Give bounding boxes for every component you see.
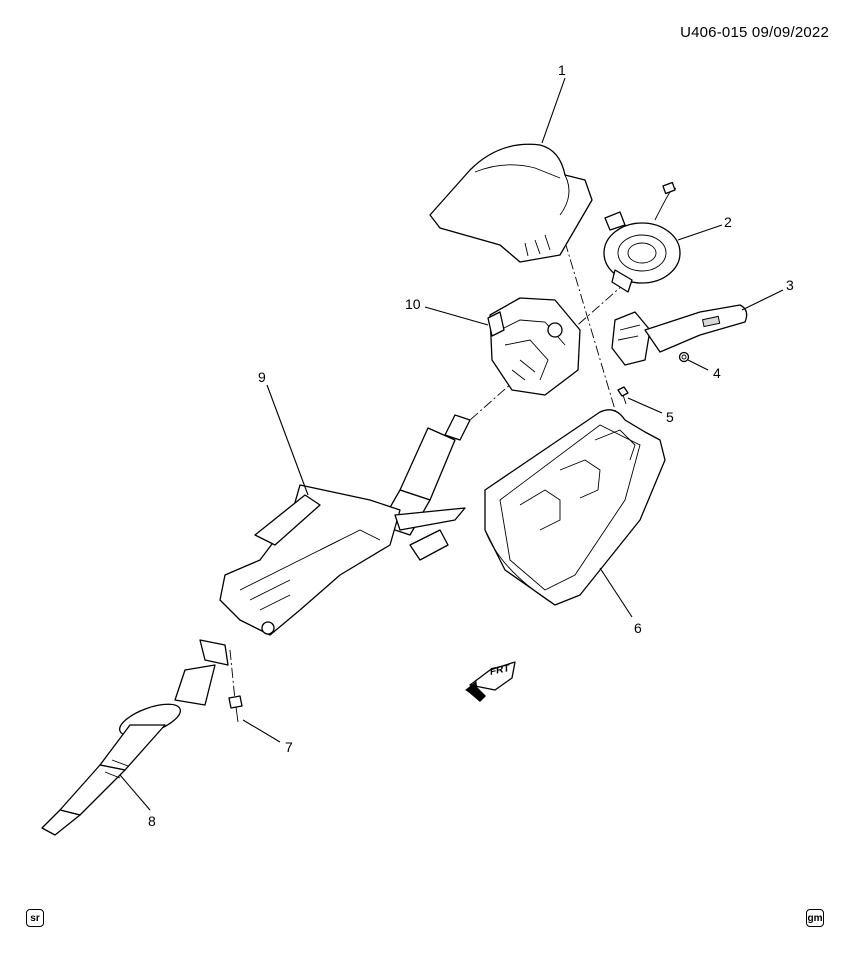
callout-8: 8 xyxy=(148,813,156,829)
leader-10 xyxy=(424,306,489,326)
forward-arrow-icon xyxy=(465,661,516,702)
sr-logo-icon: sr xyxy=(26,909,44,927)
callout-3: 3 xyxy=(786,277,794,293)
leader-4 xyxy=(687,359,709,371)
leader-7 xyxy=(242,719,281,743)
callout-1: 1 xyxy=(558,62,566,78)
document-code: U406-015 09/09/2022 xyxy=(680,24,829,41)
clock-spring xyxy=(603,181,681,293)
leader-8 xyxy=(119,774,151,811)
gm-logo-icon: gm xyxy=(806,909,824,927)
turn-signal-switch xyxy=(611,304,748,366)
callout-10: 10 xyxy=(405,296,421,312)
upper-trim-cover xyxy=(429,143,593,263)
leader-6 xyxy=(599,567,633,618)
steering-column xyxy=(219,414,471,636)
callout-2: 2 xyxy=(724,214,732,230)
callout-4: 4 xyxy=(713,365,721,381)
bolt-7 xyxy=(228,695,243,723)
screw-4 xyxy=(678,351,690,363)
intermediate-shaft xyxy=(41,639,229,836)
lock-housing-assembly xyxy=(487,297,581,396)
leader-9 xyxy=(266,384,309,496)
leader-1 xyxy=(541,77,566,144)
screw-5 xyxy=(617,386,629,405)
callout-9: 9 xyxy=(258,369,266,385)
callout-7: 7 xyxy=(285,739,293,755)
callout-6: 6 xyxy=(634,620,642,636)
leader-3 xyxy=(741,289,784,311)
lower-trim-cover xyxy=(484,409,666,606)
callout-5: 5 xyxy=(666,409,674,425)
centerline-bolt xyxy=(229,649,236,701)
leader-5 xyxy=(627,397,663,414)
leader-2 xyxy=(677,224,723,241)
